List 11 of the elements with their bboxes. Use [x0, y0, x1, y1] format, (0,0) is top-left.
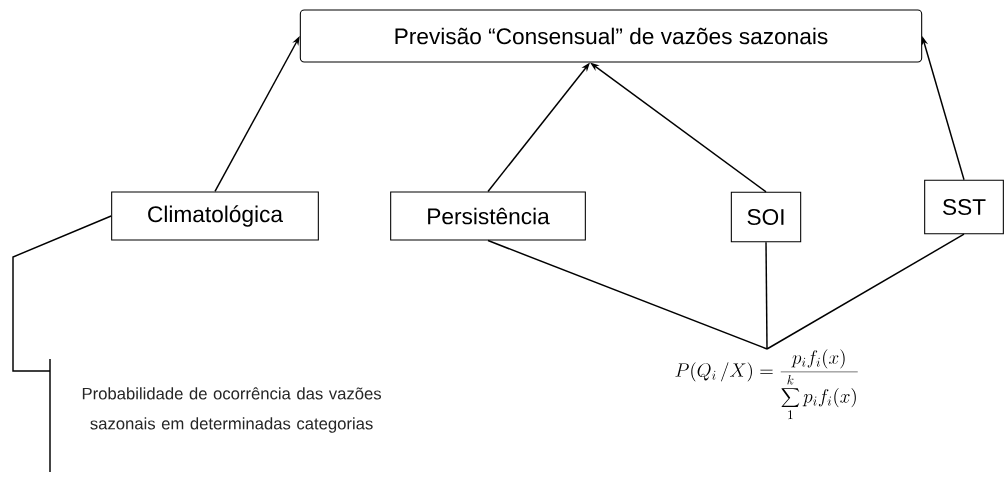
note-text: Probabilidade de ocorrência das vazões sazonais em determinadas categorias — [82, 387, 382, 433]
connector-line — [487, 239, 768, 350]
process-box: Persistência — [390, 191, 586, 241]
process-box: Previsão “Consensual” de vazões sazonais — [299, 9, 923, 63]
process-box: Climatológica — [111, 191, 319, 241]
process-box: SOI — [730, 191, 802, 243]
connector-line — [765, 241, 768, 350]
process-box: SST — [924, 179, 1004, 235]
connector-line — [12, 215, 112, 372]
connector-line — [766, 233, 965, 350]
formula: $P(Q_i\,/X) = \frac{p_i f_i(x)}{\displaystyle\sum\limits_{1}^{k} p_i f_i(x)}$ — [675, 349, 858, 420]
